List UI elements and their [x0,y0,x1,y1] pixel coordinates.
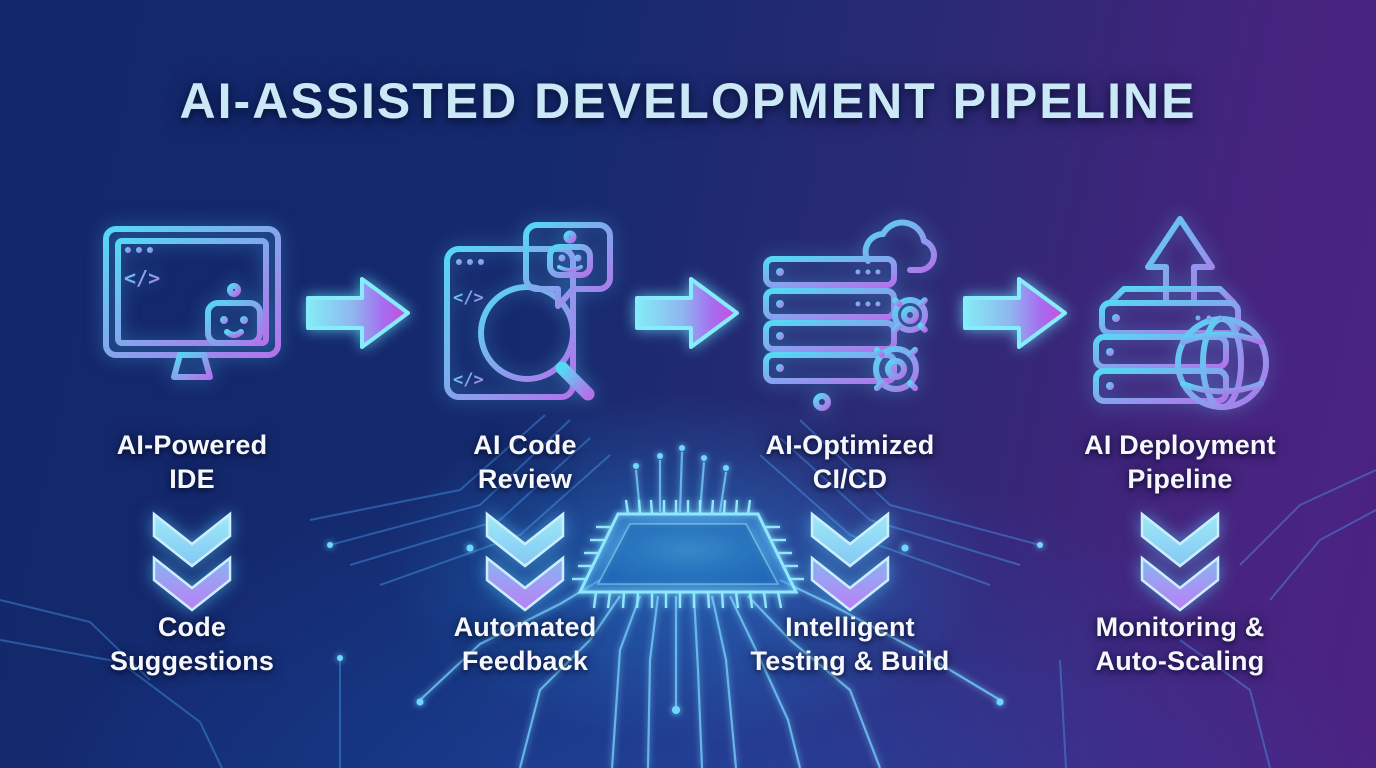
double-chevron-down-icon [1020,510,1340,612]
stage-label: AI-Powered IDE [116,430,268,495]
pipeline-stage-deployment: AI Deployment Pipeline Monitoring & Auto… [1020,210,1340,678]
cpu-chip-graphic [572,499,804,609]
stage-label: AI Code Review [473,430,577,495]
svg-text:</>: </> [453,370,484,390]
ai-cicd-servers-icon [690,210,1010,412]
pipeline-stage-cicd: AI-Optimized CI/CD Intelligent Testing &… [690,210,1010,678]
ai-code-review-icon: </> </> [365,210,685,412]
ai-deployment-icon [1020,210,1340,412]
page-title: AI-ASSISTED DEVELOPMENT PIPELINE [179,73,1197,129]
svg-text:</>: </> [124,266,160,290]
stage-result-label: Code Suggestions [109,612,275,677]
ai-ide-monitor-icon: </> [32,210,352,412]
stage-label: AI Deployment Pipeline [1084,430,1276,495]
flow-arrow-icon [631,271,743,355]
stage-result-label: Intelligent Testing & Build [750,612,950,677]
stage-label: AI-Optimized CI/CD [765,430,935,495]
flow-arrow-icon [302,271,414,355]
pipeline-stage-ide: </> AI-Powered IDE [32,210,352,678]
stage-result-label: Monitoring & Auto-Scaling [1095,612,1265,677]
double-chevron-down-icon [32,510,352,612]
double-chevron-down-icon [365,510,685,612]
double-chevron-down-icon [690,510,1010,612]
svg-text:</>: </> [453,288,484,308]
flow-arrow-icon [959,271,1071,355]
pipeline-stage-code-review: </> </> AI Code Review Automated Feedbac… [365,210,685,678]
stage-result-label: Automated Feedback [453,612,597,677]
